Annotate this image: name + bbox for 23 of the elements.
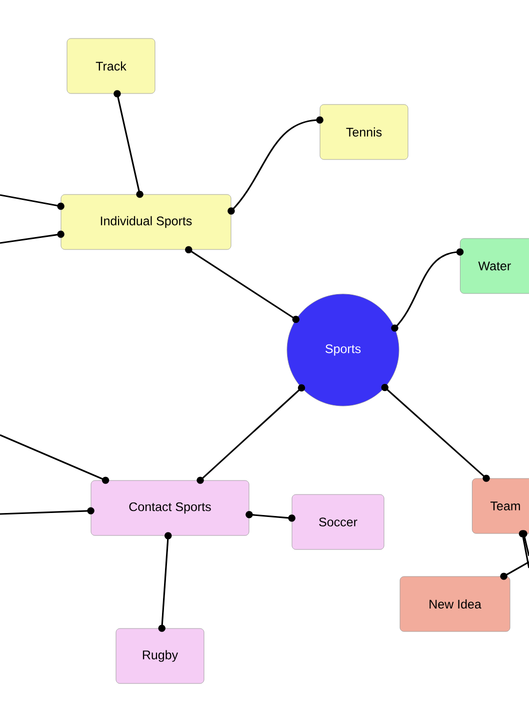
connector-line xyxy=(114,90,144,198)
topic-box: Track xyxy=(66,38,156,94)
connector-line xyxy=(196,384,306,484)
topic-box: Team xyxy=(472,478,529,534)
connector-line xyxy=(158,532,172,632)
connector-line xyxy=(228,116,324,215)
connector-line xyxy=(185,246,300,323)
topic-box: Rugby xyxy=(116,628,204,684)
connector-line xyxy=(0,230,64,244)
topic-box: Water xyxy=(460,238,529,294)
connector-line xyxy=(518,530,529,568)
connector-line xyxy=(0,507,94,515)
topic-box: Soccer xyxy=(292,494,384,550)
connector-line xyxy=(391,248,464,332)
connector-line xyxy=(0,194,64,210)
connector-line xyxy=(500,561,529,580)
topic-box: Tennis xyxy=(320,104,408,160)
topic-box: New Idea xyxy=(400,576,510,632)
connector-line xyxy=(0,434,110,484)
connector-line xyxy=(381,384,490,482)
connector-line xyxy=(246,511,296,522)
topic-box: Contact Sports xyxy=(90,480,250,536)
topic-box: Individual Sports xyxy=(60,194,232,250)
